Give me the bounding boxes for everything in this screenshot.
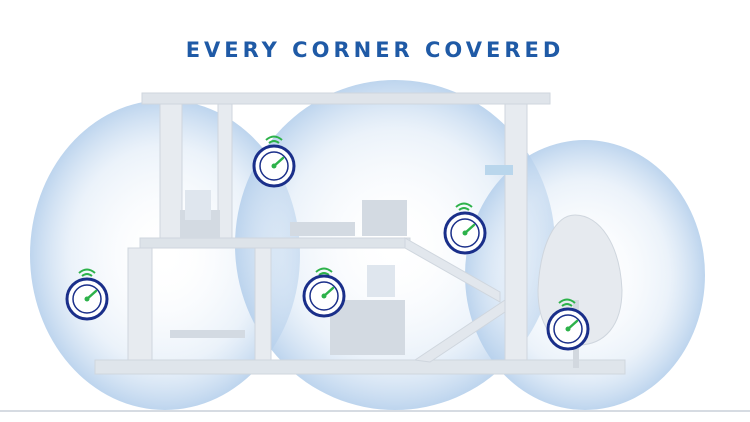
speedometer-icon bbox=[65, 277, 109, 321]
speedometer-icon bbox=[546, 307, 590, 351]
speed-gauge-center bbox=[302, 267, 346, 318]
headline: EVERY CORNER COVERED bbox=[185, 38, 565, 62]
speedometer-icon bbox=[443, 211, 487, 255]
speedometer-icon bbox=[302, 274, 346, 318]
house-structure bbox=[94, 92, 626, 375]
speed-gauge-right bbox=[546, 298, 590, 351]
speed-gauge-left bbox=[65, 268, 109, 321]
speedometer-icon bbox=[252, 144, 296, 188]
armchair bbox=[362, 200, 407, 236]
mesh-router-unit-upper bbox=[185, 190, 211, 220]
dresser bbox=[330, 300, 405, 355]
furniture bbox=[170, 165, 513, 355]
mesh-router-unit bbox=[367, 265, 395, 297]
sofa bbox=[290, 222, 355, 236]
bottom-divider bbox=[0, 410, 750, 412]
dining-table bbox=[170, 330, 245, 338]
speed-gauge-upper bbox=[252, 135, 296, 188]
mesh-router-icon bbox=[485, 165, 513, 175]
speed-gauge-stairs bbox=[443, 202, 487, 255]
